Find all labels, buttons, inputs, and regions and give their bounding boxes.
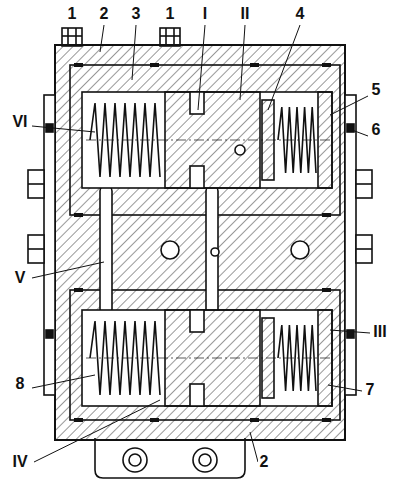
leader-lines: [32, 25, 370, 462]
spring-coil: [90, 321, 160, 395]
seals: [74, 63, 331, 422]
bolt-head: [28, 170, 44, 198]
bore: [82, 92, 332, 188]
bolt-head: [28, 235, 44, 263]
bolt-head: [356, 235, 372, 263]
end-plate: [345, 95, 356, 395]
callout-number: II: [239, 5, 252, 23]
bolt-head: [356, 170, 372, 198]
callout-number: 3: [130, 5, 143, 23]
pin: [100, 185, 112, 315]
callout-number: 1: [66, 5, 79, 23]
callout-number: IV: [10, 453, 29, 471]
bore: [82, 310, 332, 406]
housing: [55, 45, 345, 440]
callout-number: V: [13, 269, 28, 287]
callout-number: 2: [98, 5, 111, 23]
spring-coil: [90, 103, 160, 177]
callout-number: 7: [364, 381, 377, 399]
callout-number: I: [201, 5, 209, 23]
spring-coil: [278, 325, 316, 391]
fitting: [62, 28, 82, 46]
fitting: [160, 28, 180, 46]
pin: [206, 185, 218, 315]
sleeve: [70, 290, 340, 420]
callout-number: 8: [14, 375, 27, 393]
callout-number: 5: [370, 81, 383, 99]
callout-number: 2: [258, 453, 271, 471]
springs: [90, 103, 316, 395]
spring-coil: [278, 107, 316, 173]
callout-number: III: [371, 323, 388, 341]
housing-group: [28, 28, 372, 478]
callout-number: 1: [164, 5, 177, 23]
callout-number: 6: [370, 121, 383, 139]
callout-number: 4: [294, 5, 307, 23]
callout-number: VI: [10, 113, 29, 131]
mounting-lug: [95, 438, 245, 478]
end-plate: [44, 95, 55, 395]
